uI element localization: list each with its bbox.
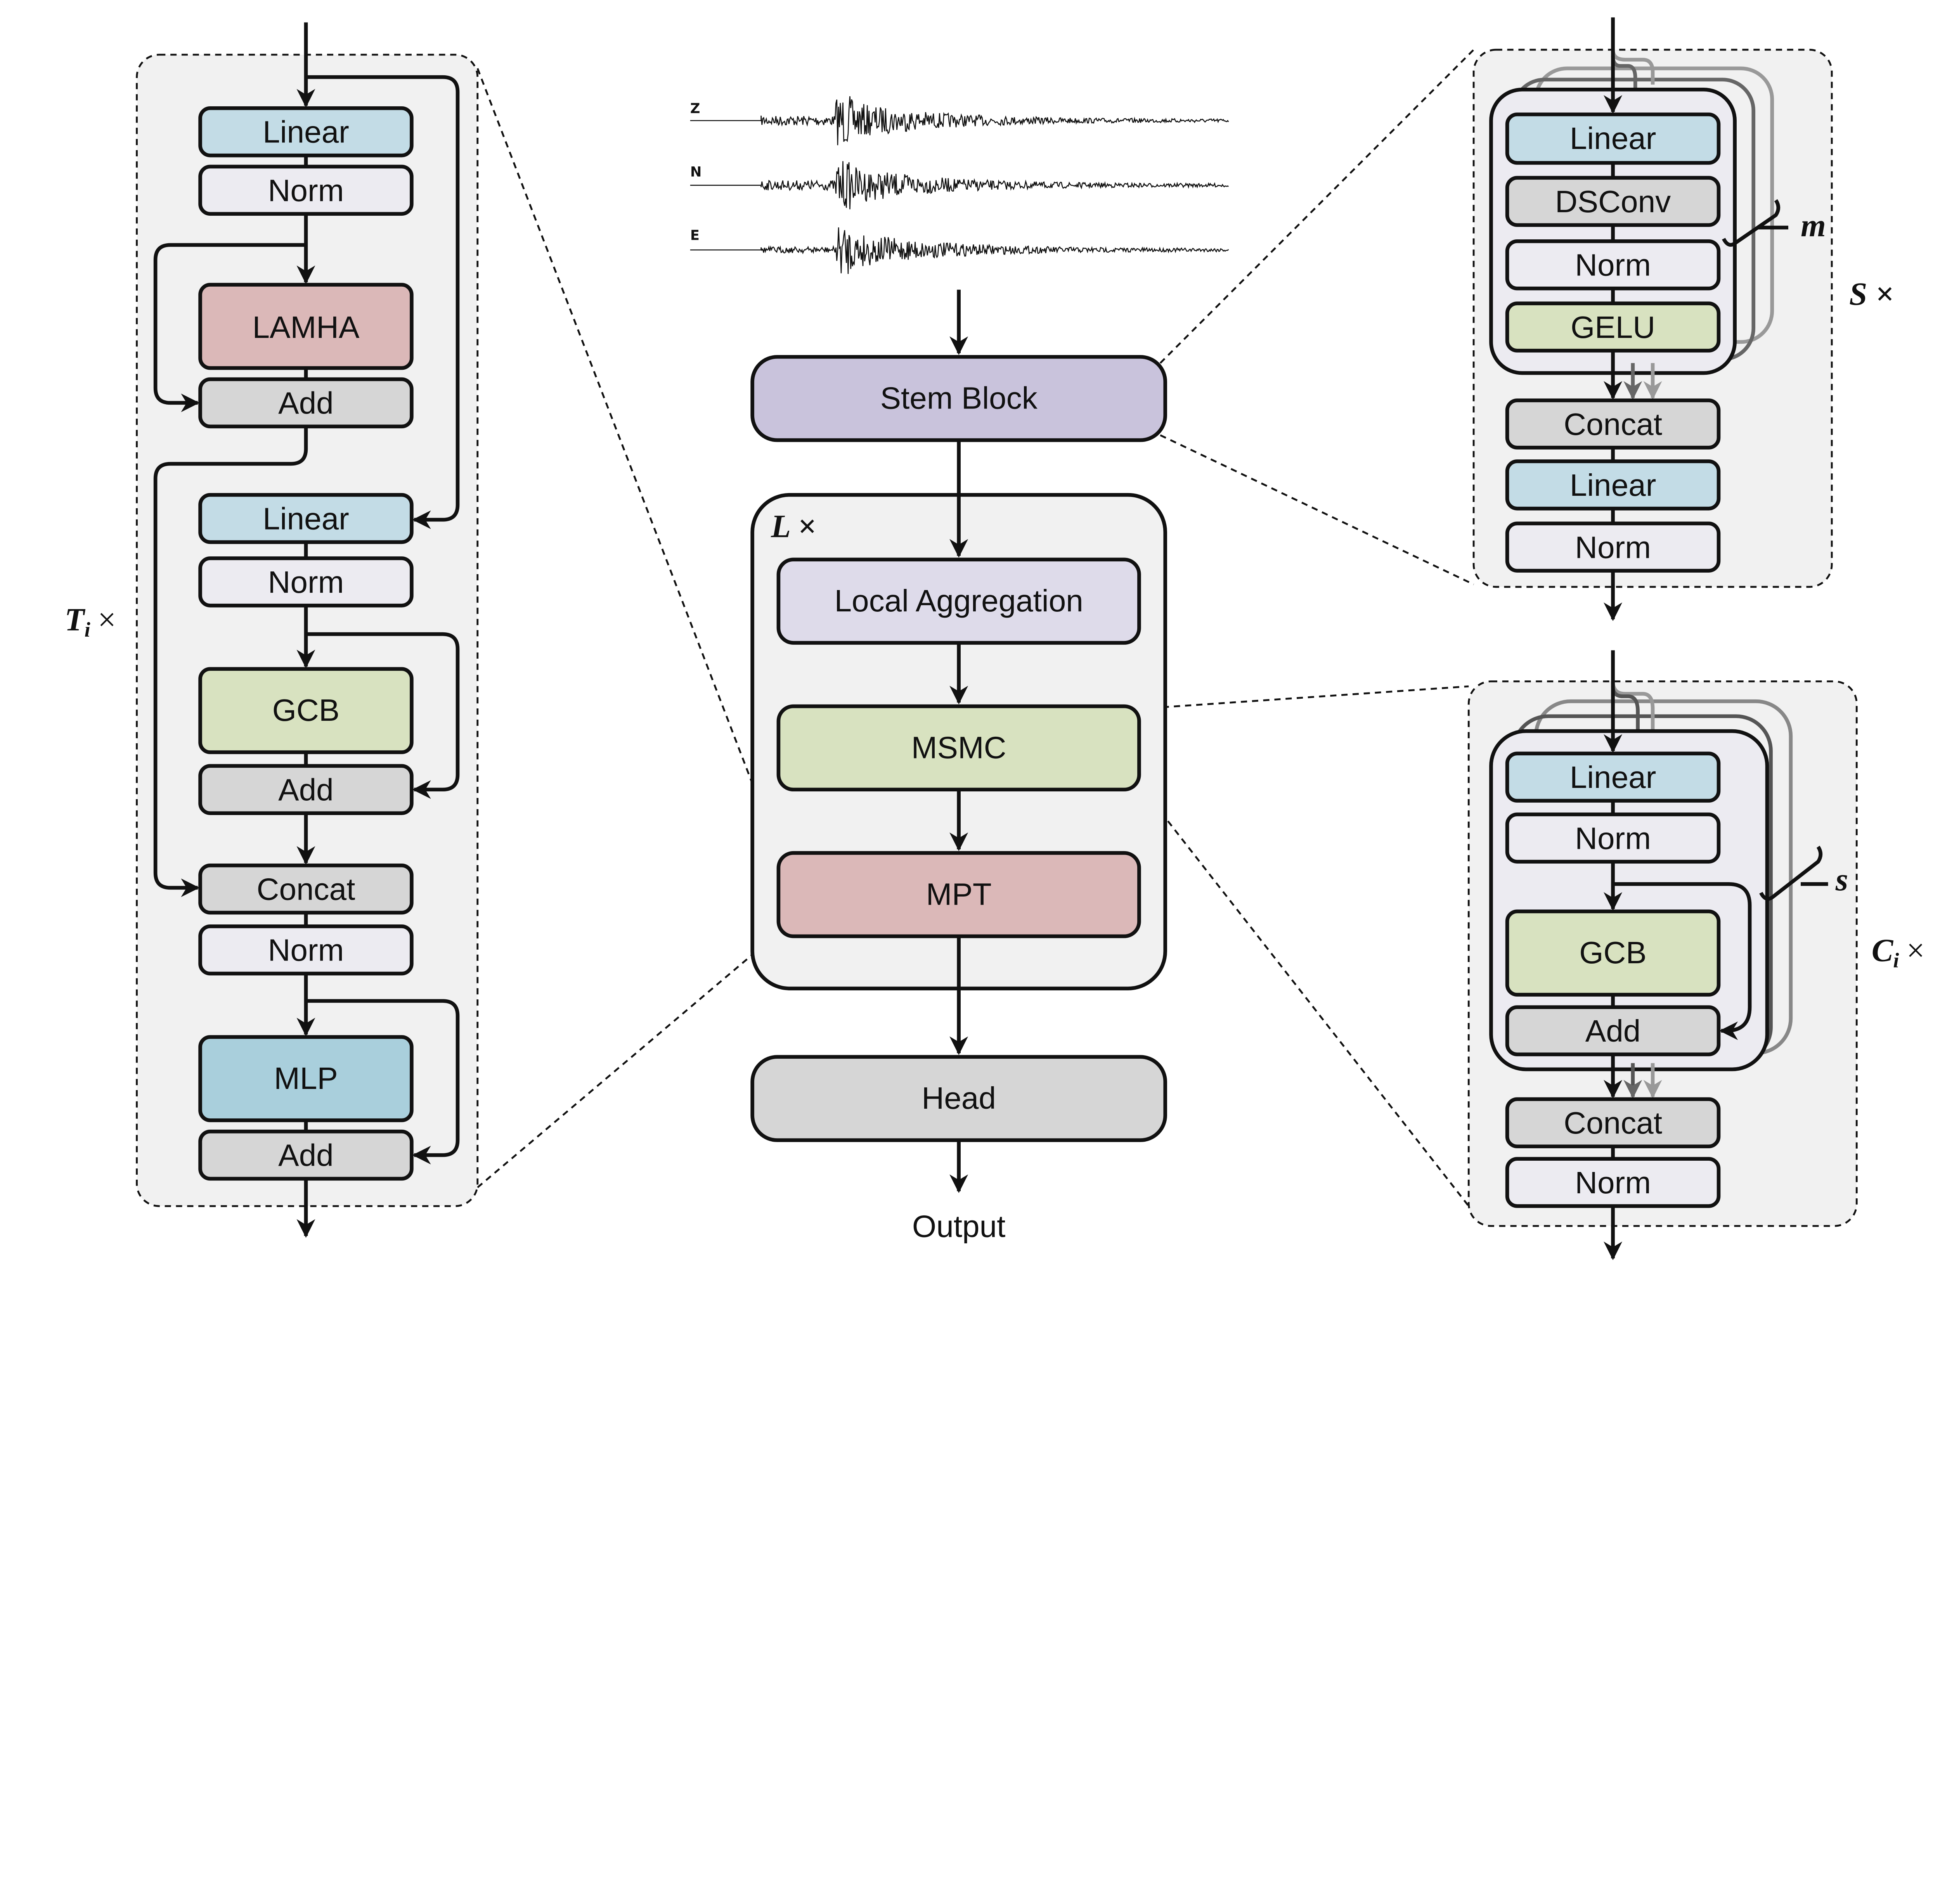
block-norm: Norm bbox=[198, 924, 414, 976]
repeat-label-ti: Ti× bbox=[65, 602, 116, 641]
block-add: Add bbox=[198, 377, 414, 429]
channel-e-label: E bbox=[690, 228, 700, 244]
svg-text:Linear: Linear bbox=[263, 501, 349, 536]
svg-text:GCB: GCB bbox=[1579, 935, 1647, 970]
svg-text:Add: Add bbox=[1585, 1013, 1641, 1048]
msmc-detail-panel: Linear Norm GCB Add Concat Norm s Ci× bbox=[1467, 650, 1925, 1260]
svg-text:Linear: Linear bbox=[1570, 121, 1656, 156]
block-norm: Norm bbox=[1505, 1157, 1721, 1208]
block-add: Add bbox=[198, 764, 414, 815]
mpt-detail-panel: Linear Norm LAMHA Add Linear Norm GCB Ad… bbox=[65, 22, 479, 1238]
block-linear: Linear bbox=[198, 493, 414, 544]
waveform-trace-n bbox=[690, 161, 1229, 209]
channel-z-label: Z bbox=[690, 101, 700, 117]
block-gelu: GELU bbox=[1505, 301, 1721, 353]
brace-m bbox=[1722, 199, 1788, 247]
branch-label-m: m bbox=[1801, 208, 1826, 244]
svg-text:Linear: Linear bbox=[1570, 760, 1656, 794]
msmc-block: MSMC bbox=[776, 704, 1141, 792]
svg-text:Linear: Linear bbox=[263, 114, 349, 149]
svg-text:Norm: Norm bbox=[1575, 1165, 1651, 1200]
repeat-label-s: S × bbox=[1849, 276, 1894, 312]
block-linear: Linear bbox=[1505, 459, 1721, 511]
block-norm: Norm bbox=[1505, 239, 1721, 291]
block-norm: Norm bbox=[198, 164, 414, 216]
block-linear: Linear bbox=[1505, 751, 1721, 803]
channel-n-label: N bbox=[690, 164, 702, 180]
svg-text:MLP: MLP bbox=[274, 1061, 338, 1096]
svg-text:Norm: Norm bbox=[1575, 820, 1651, 855]
svg-text:Norm: Norm bbox=[268, 173, 344, 208]
stem-block: Stem Block bbox=[750, 355, 1167, 442]
block-dsconv: DSConv bbox=[1505, 176, 1721, 227]
block-concat: Concat bbox=[1505, 1097, 1721, 1148]
svg-text:Norm: Norm bbox=[1575, 248, 1651, 282]
svg-text:GCB: GCB bbox=[272, 692, 340, 727]
waveform-trace-e bbox=[690, 227, 1229, 274]
architecture-diagram: Linear Norm LAMHA Add Linear Norm GCB Ad… bbox=[65, 17, 1925, 1260]
svg-text:Norm: Norm bbox=[268, 933, 344, 968]
waveform-trace-z bbox=[690, 96, 1229, 145]
block-norm: Norm bbox=[198, 556, 414, 608]
repeat-label-ci: Ci× bbox=[1872, 933, 1925, 972]
svg-text:Add: Add bbox=[278, 385, 334, 420]
svg-text:Head: Head bbox=[922, 1080, 996, 1115]
output-label: Output bbox=[912, 1208, 1006, 1243]
svg-text:Stem Block: Stem Block bbox=[880, 381, 1038, 415]
main-pipeline: Z N E Stem Block L × Local Aggregation M… bbox=[690, 96, 1229, 1243]
block-gcb: GCB bbox=[198, 667, 414, 754]
svg-text:DSConv: DSConv bbox=[1555, 184, 1671, 219]
block-add: Add bbox=[1505, 1005, 1721, 1056]
svg-text:Linear: Linear bbox=[1570, 467, 1656, 502]
branch-label-s: s bbox=[1835, 862, 1848, 898]
svg-text:LAMHA: LAMHA bbox=[252, 310, 360, 344]
svg-text:Norm: Norm bbox=[268, 564, 344, 599]
head-block: Head bbox=[750, 1055, 1167, 1142]
block-concat: Concat bbox=[198, 863, 414, 915]
block-lamha: LAMHA bbox=[198, 283, 414, 370]
svg-text:Concat: Concat bbox=[257, 872, 355, 907]
block-norm: Norm bbox=[1505, 521, 1721, 573]
svg-text:Add: Add bbox=[278, 772, 334, 807]
svg-text:GELU: GELU bbox=[1571, 310, 1655, 344]
stem-detail-panel: Linear DSConv Norm GELU Concat Linear No… bbox=[1472, 17, 1894, 621]
block-mlp: MLP bbox=[198, 1035, 414, 1122]
svg-text:Add: Add bbox=[278, 1138, 334, 1173]
block-add: Add bbox=[198, 1129, 414, 1181]
waveform-input: Z N E bbox=[690, 96, 1229, 274]
mpt-block: MPT bbox=[776, 851, 1141, 938]
block-norm: Norm bbox=[1505, 812, 1721, 864]
block-linear: Linear bbox=[198, 106, 414, 158]
repeat-label-l: L × bbox=[771, 509, 816, 545]
zoom-connectors bbox=[476, 49, 1474, 1207]
svg-text:Concat: Concat bbox=[1564, 407, 1662, 441]
brace-s bbox=[1759, 846, 1828, 901]
block-concat: Concat bbox=[1505, 398, 1721, 450]
block-linear: Linear bbox=[1505, 113, 1721, 165]
svg-text:Norm: Norm bbox=[1575, 530, 1651, 564]
svg-text:Concat: Concat bbox=[1564, 1105, 1662, 1140]
svg-text:MPT: MPT bbox=[926, 876, 992, 911]
local-aggregation-block: Local Aggregation bbox=[776, 557, 1141, 645]
svg-text:Local Aggregation: Local Aggregation bbox=[834, 583, 1083, 618]
block-gcb: GCB bbox=[1505, 909, 1721, 997]
svg-text:MSMC: MSMC bbox=[911, 730, 1006, 765]
